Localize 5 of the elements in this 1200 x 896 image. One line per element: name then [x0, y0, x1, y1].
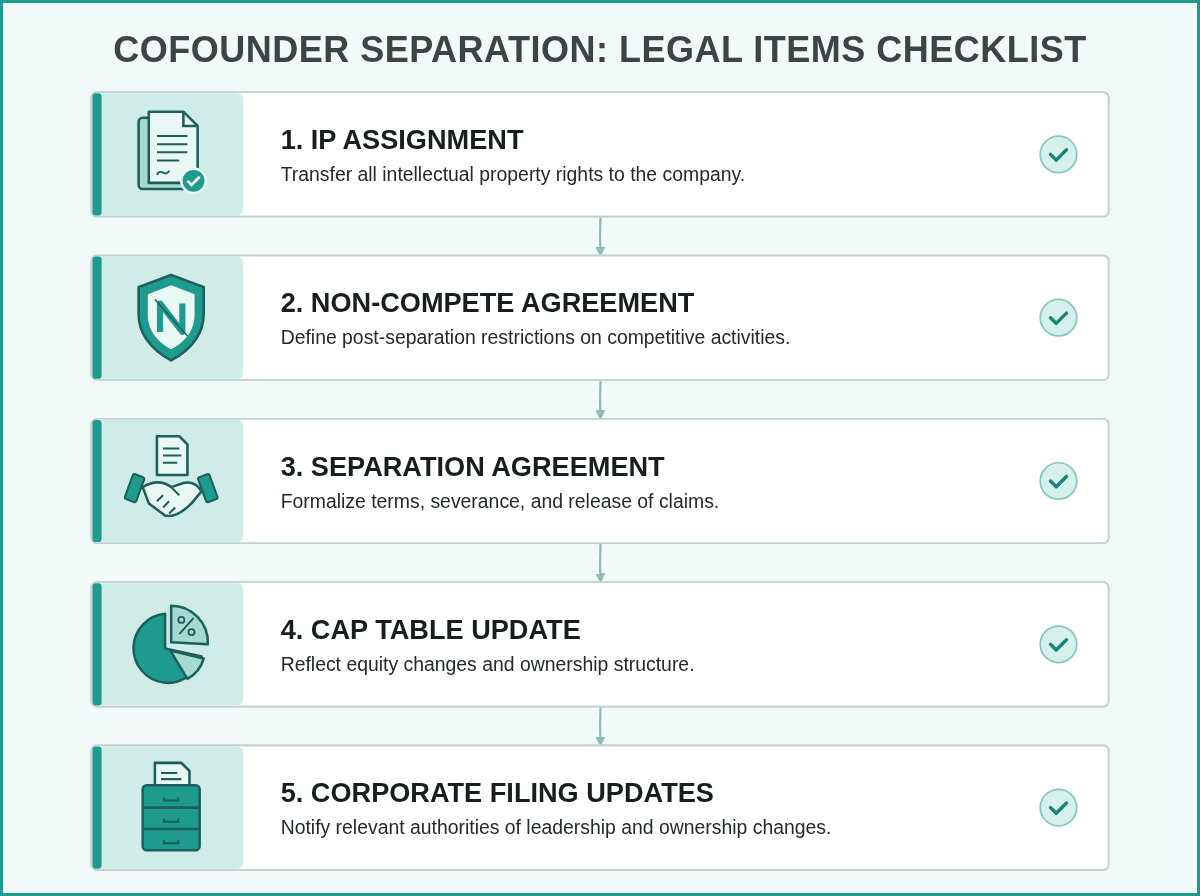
- arrow: [595, 217, 606, 257]
- arrow: [595, 380, 606, 420]
- arrow: [595, 707, 606, 747]
- diagram-title: COFOUNDER SEPARATION: LEGAL ITEMS CHECKLIST: [112, 29, 1088, 71]
- arrow: [595, 543, 606, 584]
